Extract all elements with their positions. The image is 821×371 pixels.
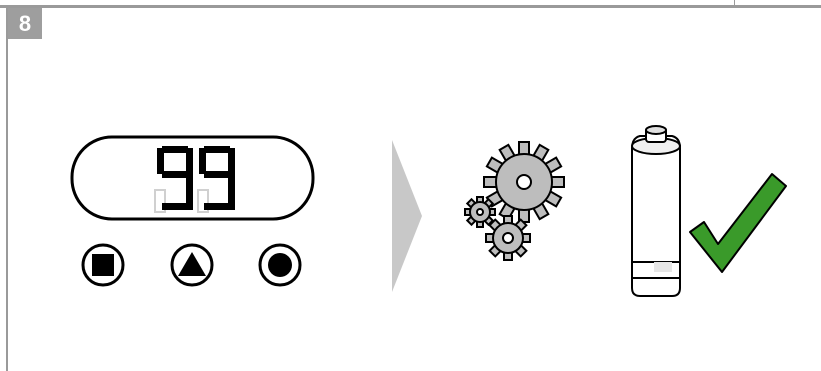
square-icon bbox=[92, 254, 114, 276]
stop-button[interactable] bbox=[83, 245, 123, 285]
triangle-button[interactable] bbox=[172, 245, 212, 285]
device-display: 99 bbox=[0, 0, 313, 219]
record-button[interactable] bbox=[260, 245, 300, 285]
battery-cartridge-icon bbox=[632, 126, 680, 296]
filled-circle-icon bbox=[268, 253, 292, 277]
next-step-arrow bbox=[392, 140, 422, 292]
display-value-text: 99 bbox=[0, 0, 2, 1]
checkmark-icon bbox=[690, 174, 786, 272]
gears-icon bbox=[465, 142, 564, 260]
